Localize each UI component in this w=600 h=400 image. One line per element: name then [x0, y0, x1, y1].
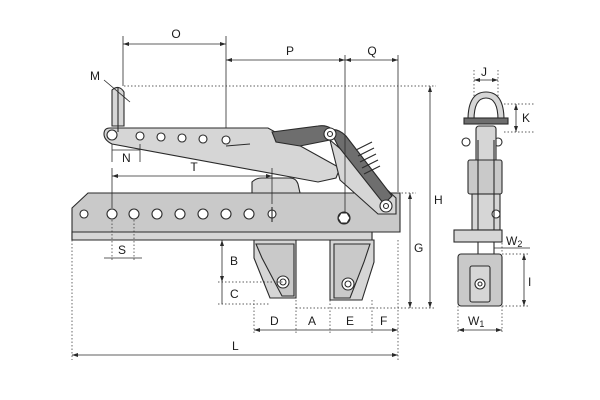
label-T: T — [190, 160, 198, 174]
dim-N — [111, 144, 141, 162]
label-E: E — [346, 314, 354, 328]
front-upper-body — [467, 159, 503, 195]
label-J: J — [481, 65, 487, 79]
dim-S — [104, 220, 142, 262]
moving-jaw-bolt — [341, 277, 355, 291]
front-base-flange — [453, 229, 503, 243]
label-B: B — [230, 254, 238, 268]
dim-bottom-chain — [253, 240, 399, 334]
dim-Q — [345, 55, 399, 192]
fixed-jaw-bolt — [276, 275, 290, 289]
dim-O — [122, 36, 227, 128]
dim-J — [473, 70, 499, 96]
label-K: K — [522, 111, 530, 125]
label-L: L — [232, 339, 239, 353]
dim-G — [398, 192, 416, 308]
label-P: P — [286, 44, 294, 58]
dim-K — [504, 103, 534, 133]
dim-L — [71, 240, 399, 360]
label-G: G — [414, 241, 423, 255]
label-O: O — [171, 27, 180, 41]
dim-I — [502, 253, 530, 307]
label-N: N — [122, 151, 131, 165]
front-shackle — [467, 91, 505, 121]
label-H: H — [434, 193, 443, 207]
main-body-holes — [79, 207, 277, 222]
lever-holes — [106, 129, 251, 147]
spring-coil — [355, 141, 381, 175]
dim-T — [111, 168, 273, 208]
label-W2: W2 — [506, 234, 522, 249]
front-view: J K W2 I — [453, 65, 534, 334]
center-housing — [251, 177, 301, 194]
label-I: I — [528, 275, 531, 289]
nut-bolt — [337, 211, 351, 225]
main-body-edge — [71, 231, 373, 241]
label-F: F — [380, 314, 387, 328]
pivot-bolt-upper — [323, 127, 337, 141]
label-S: S — [118, 243, 126, 257]
label-W1: W1 — [468, 314, 484, 329]
dim-P — [226, 55, 346, 212]
label-C: C — [230, 287, 239, 301]
dim-C — [218, 282, 270, 305]
label-M: M — [90, 69, 100, 83]
pivot-bolt-lower — [379, 199, 393, 213]
dim-B — [218, 239, 283, 283]
dim-W2 — [494, 236, 530, 252]
label-D: D — [270, 314, 279, 328]
front-shackle-pin — [463, 117, 509, 125]
label-Q: Q — [367, 44, 376, 58]
side-view: O P Q M N — [71, 27, 443, 360]
dim-W1 — [457, 306, 503, 334]
label-A: A — [308, 314, 316, 328]
dim-H — [428, 86, 432, 308]
